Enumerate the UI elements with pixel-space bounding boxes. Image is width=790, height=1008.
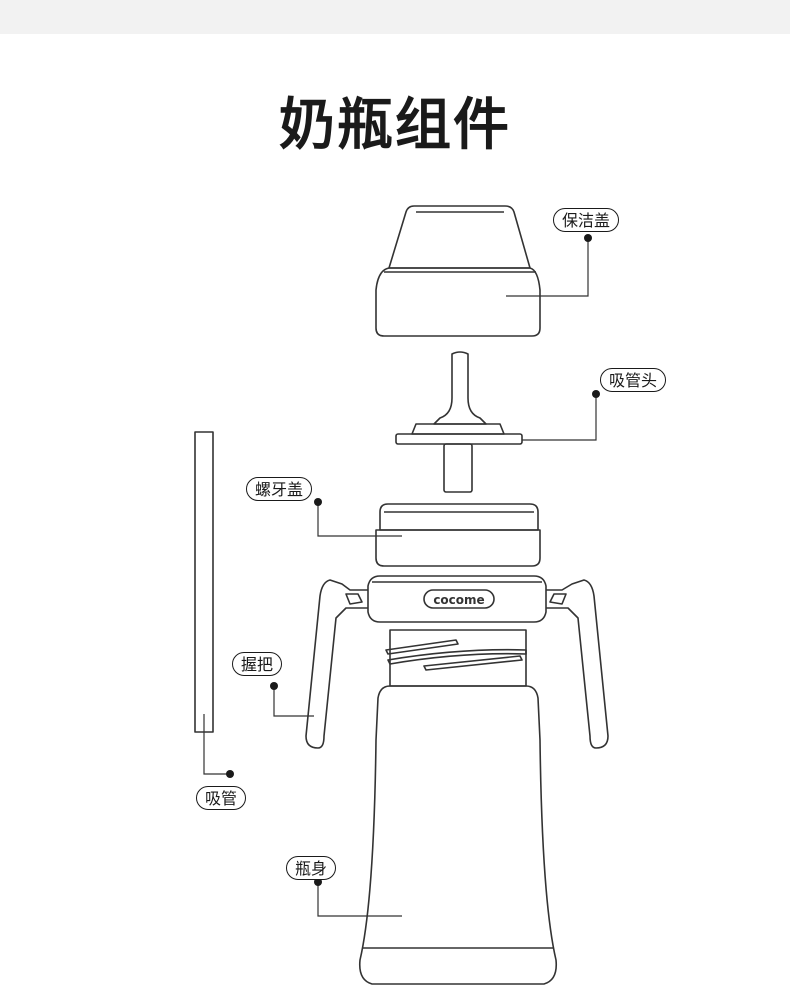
bottle-body (358, 685, 558, 985)
brand-logo: cocome (433, 593, 484, 607)
label-bottle-body: 瓶身 (286, 856, 337, 880)
leader-line-cap (506, 238, 589, 297)
straw-head (395, 351, 523, 493)
protective-cap (375, 205, 541, 337)
leader-dot-straw (226, 770, 234, 778)
left-handle (305, 579, 368, 749)
bottle-collar (367, 575, 547, 623)
leader-line-screw-cap (317, 502, 402, 537)
label-handle: 握把 (232, 652, 283, 676)
leader-line-straw-head (522, 394, 597, 441)
straw (194, 431, 214, 733)
leader-dot-body (314, 878, 322, 886)
label-screw-cap: 螺牙盖 (246, 477, 313, 501)
page-title: 奶瓶组件 (279, 93, 511, 158)
leader-line-body (317, 882, 402, 917)
leader-dot-screw-cap (314, 498, 322, 506)
top-bar (0, 0, 790, 34)
leader-dot-straw-head (592, 390, 600, 398)
label-protective-cap: 保洁盖 (553, 208, 620, 232)
screw-cap (375, 503, 541, 567)
leader-line-straw (203, 714, 230, 775)
label-straw-head: 吸管头 (600, 368, 667, 392)
label-straw: 吸管 (196, 786, 247, 810)
bottle-neck (385, 629, 527, 687)
leader-dot-handle (270, 682, 278, 690)
right-handle (546, 579, 609, 749)
leader-dot-cap (584, 234, 592, 242)
leader-line-handle (273, 686, 314, 717)
